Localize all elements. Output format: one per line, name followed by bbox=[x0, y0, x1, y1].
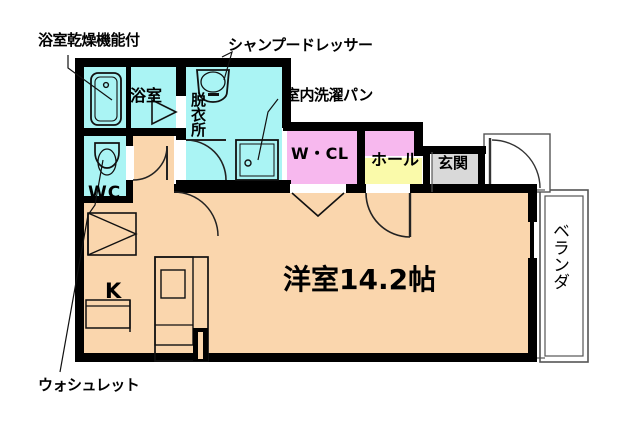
sink-icon bbox=[196, 69, 230, 103]
balcony-area bbox=[539, 189, 589, 363]
annotation-indoor-washer-pan: 室内洗濯パン bbox=[285, 86, 373, 104]
hall-floor-lower bbox=[174, 192, 534, 360]
annotation-washlet: ウォシュレット bbox=[38, 376, 140, 394]
room-label-toilet: WC bbox=[88, 183, 122, 203]
washlet-leader bbox=[59, 159, 104, 373]
washing-machine-pan-icon bbox=[235, 139, 279, 181]
room-label-hall: ホール bbox=[371, 150, 420, 169]
room-label-balcony: ベランダ bbox=[549, 222, 569, 290]
balcony-outer-edge bbox=[544, 195, 584, 357]
kitchen-counter-top bbox=[154, 256, 194, 346]
dressing-door-gap bbox=[176, 140, 186, 180]
bath-dryer-leader bbox=[67, 55, 113, 101]
washing-pan-inner bbox=[239, 143, 275, 177]
toilet-icon bbox=[94, 142, 120, 169]
bathtub-icon bbox=[90, 72, 122, 126]
wcl-door-gap bbox=[290, 184, 346, 193]
hall-door-gap bbox=[366, 184, 410, 193]
room-label-walk-in-closet: W・CL bbox=[291, 144, 349, 163]
bathtub-drain-icon bbox=[102, 81, 110, 89]
wcl-door-fold bbox=[291, 192, 345, 218]
range-hood-vent bbox=[87, 212, 138, 256]
wc-door-gap bbox=[126, 146, 134, 180]
bathtub-inner bbox=[94, 76, 118, 122]
room-label-main-room: 洋室14.2帖 bbox=[283, 263, 437, 296]
hall-door-swing bbox=[365, 192, 411, 238]
sink-faucet-icon bbox=[208, 93, 219, 96]
annotation-bath-dryer: 浴室乾燥機能付 bbox=[38, 31, 140, 49]
walk-in-closet-floor bbox=[287, 130, 359, 192]
washer-pan-leader bbox=[257, 98, 279, 161]
counter-post-gap bbox=[198, 332, 203, 359]
room-label-dressing-room: 脱衣所 bbox=[189, 92, 207, 137]
shampoo-dresser-leader bbox=[221, 50, 233, 81]
washing-pan-drain-icon bbox=[244, 159, 252, 167]
bathroom-door-fold bbox=[151, 98, 178, 126]
room-label-bathroom: 浴室 bbox=[130, 86, 163, 105]
bathroom-door-gap bbox=[176, 96, 186, 128]
kitchen-door-swing bbox=[173, 191, 219, 237]
annotation-shampoo-dresser: シャンプードレッサー bbox=[228, 36, 373, 54]
sink-basin-icon bbox=[200, 71, 226, 93]
closet-upper-strip bbox=[364, 130, 420, 156]
room-label-entrance: 玄関 bbox=[438, 154, 469, 172]
room-label-kitchen: K bbox=[105, 279, 122, 303]
toilet-seat-icon bbox=[97, 148, 117, 176]
stove-icon bbox=[160, 269, 186, 299]
entrance-door-swing bbox=[491, 139, 541, 189]
